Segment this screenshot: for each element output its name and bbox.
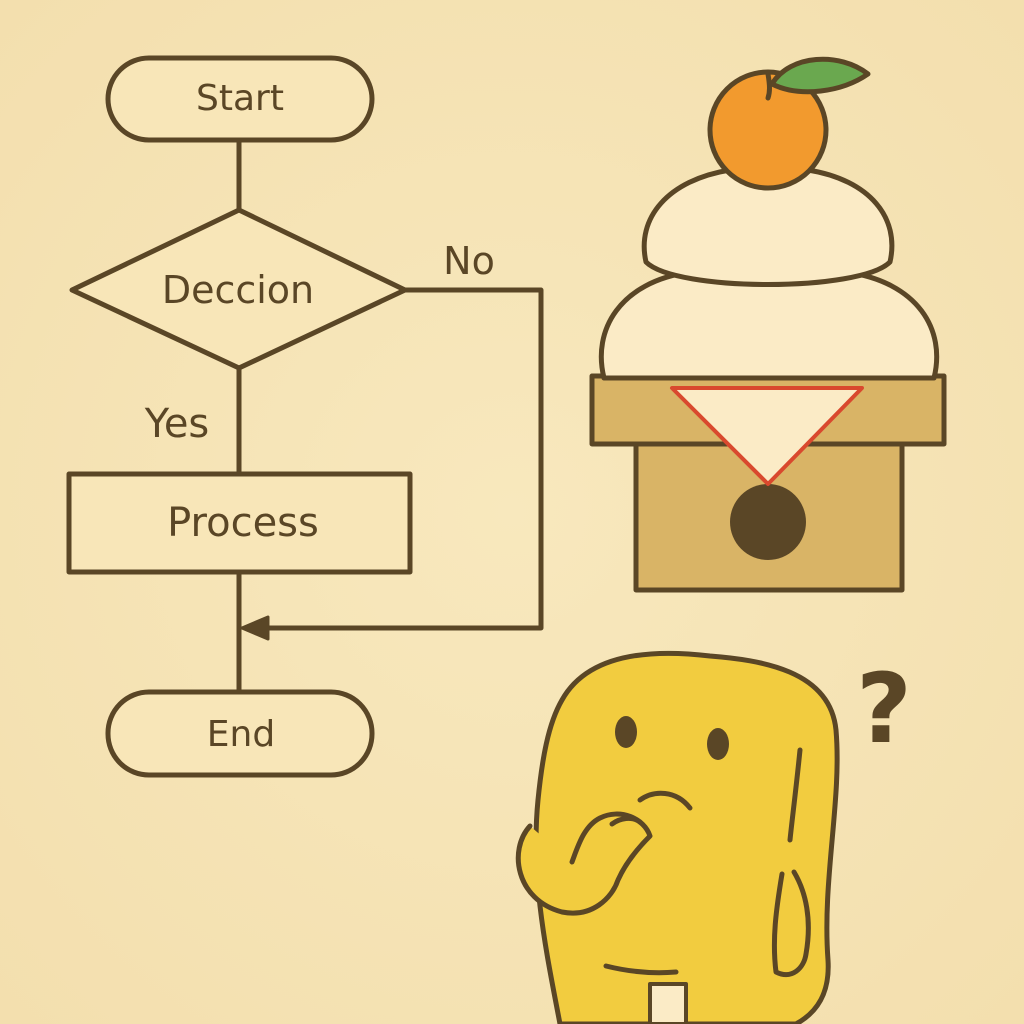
kagami-mochi-illustration — [589, 56, 947, 593]
character-leg-gap — [648, 982, 688, 1024]
character-mouth — [637, 790, 693, 811]
no-label: No — [443, 239, 495, 283]
character-body — [533, 650, 840, 1024]
flowchart — [66, 55, 544, 778]
character-finger — [609, 815, 643, 827]
end-terminator — [105, 689, 375, 778]
decision-diamond — [69, 207, 408, 371]
character-left-arm — [515, 811, 653, 916]
yes-label: Yes — [144, 401, 210, 447]
decision-label: Deccion — [162, 268, 314, 312]
mikan-stem — [765, 71, 772, 101]
mikan-leaf — [769, 56, 871, 95]
arrowhead-merge — [240, 615, 270, 641]
lower-mochi — [598, 269, 940, 381]
question-mark-icon: ? — [856, 653, 912, 765]
character-right-eye — [707, 728, 729, 760]
character-waist-line — [603, 963, 679, 976]
process-label: Process — [167, 500, 319, 546]
character-shading-line — [787, 747, 803, 843]
upper-mochi — [641, 167, 895, 287]
process-box — [66, 471, 413, 575]
end-label: End — [207, 714, 275, 755]
shihobeni-paper — [670, 386, 864, 486]
start-terminator — [105, 55, 375, 143]
confused-character — [515, 650, 840, 1024]
connector-no-branch — [259, 287, 544, 631]
character-right-arm — [771, 869, 811, 978]
character-left-eye — [615, 716, 637, 748]
start-label: Start — [196, 78, 284, 119]
stand-hole — [730, 484, 806, 560]
